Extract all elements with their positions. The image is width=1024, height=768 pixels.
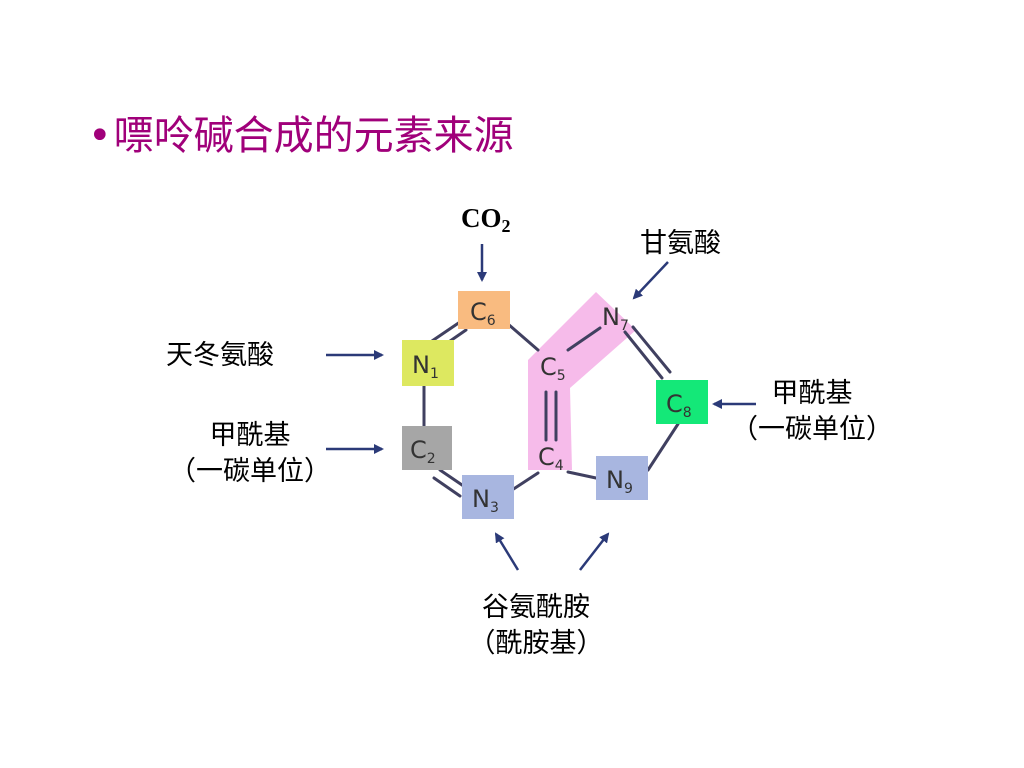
label-glutamine: 谷氨酰胺 （酰胺基） xyxy=(436,590,636,662)
arrow-glycine xyxy=(632,261,669,300)
formyl-left-line1: 甲酰基 xyxy=(209,420,291,451)
svg-text:C4: C4 xyxy=(538,443,564,474)
title-bullet: • xyxy=(88,113,112,159)
source-arrows xyxy=(326,244,756,571)
svg-text:C8: C8 xyxy=(666,390,692,421)
svg-text:C6: C6 xyxy=(470,298,496,329)
bond-c4-n9 xyxy=(566,470,598,480)
bond-c8-n9 xyxy=(646,422,680,472)
bond-c2-n3 xyxy=(438,468,467,489)
label-formyl-left: 甲酰基 （一碳单位） xyxy=(150,418,350,490)
formyl-left-line2: （一碳单位） xyxy=(169,456,331,487)
atom-c8-box xyxy=(656,380,708,424)
formyl-right-line2: （一碳单位） xyxy=(731,414,893,445)
slide-title: •嘌呤碱合成的元素来源 xyxy=(88,108,514,164)
bond-n3-c4 xyxy=(510,471,540,492)
bond-n7-c8-double xyxy=(631,325,672,374)
arrow-glutamine-n9 xyxy=(579,532,610,571)
bonds xyxy=(422,320,680,498)
atom-n3: N3 xyxy=(462,475,514,519)
svg-text:C5: C5 xyxy=(540,353,566,384)
label-glycine: 甘氨酸 xyxy=(640,228,721,259)
bond-c6-c5 xyxy=(506,322,540,352)
atom-c5: C5 xyxy=(540,353,566,384)
bond-c6-n1 xyxy=(430,320,462,343)
atom-n9-box xyxy=(596,456,648,500)
atom-c2-box xyxy=(402,426,452,470)
atom-c8: C8 xyxy=(656,380,708,424)
svg-text:N9: N9 xyxy=(606,466,633,497)
atom-n9: N9 xyxy=(596,456,648,500)
atom-n3-box xyxy=(462,475,514,519)
atom-c6: C6 xyxy=(458,291,510,329)
svg-text:C2: C2 xyxy=(410,436,436,467)
svg-text:N1: N1 xyxy=(412,351,439,382)
bond-c2-n3-double xyxy=(432,476,462,498)
atom-n1: N1 xyxy=(402,340,454,386)
glutamine-line2: （酰胺基） xyxy=(468,628,604,659)
co2-subscript: 2 xyxy=(501,216,511,236)
glutamine-line1: 谷氨酰胺 xyxy=(482,592,590,623)
title-text: 嘌呤碱合成的元素来源 xyxy=(113,113,514,159)
atom-n7: N7 xyxy=(602,303,629,334)
svg-text:N7: N7 xyxy=(602,303,629,334)
label-co2: CO2 xyxy=(461,200,511,244)
label-formyl-right: 甲酰基 （一碳单位） xyxy=(712,376,912,448)
atom-c6-box xyxy=(458,291,510,329)
co2-main: CO xyxy=(461,203,502,233)
bond-n7-c8 xyxy=(623,330,664,380)
formyl-right-line1: 甲酰基 xyxy=(771,378,853,409)
atom-c2: C2 xyxy=(402,426,452,470)
atom-n1-box xyxy=(402,340,454,386)
bond-c5-n7 xyxy=(566,326,602,352)
atom-c4: C4 xyxy=(538,443,564,474)
arrow-glutamine-n3 xyxy=(494,532,520,571)
svg-text:N3: N3 xyxy=(472,485,499,516)
label-aspartate: 天冬氨酸 xyxy=(166,340,274,371)
